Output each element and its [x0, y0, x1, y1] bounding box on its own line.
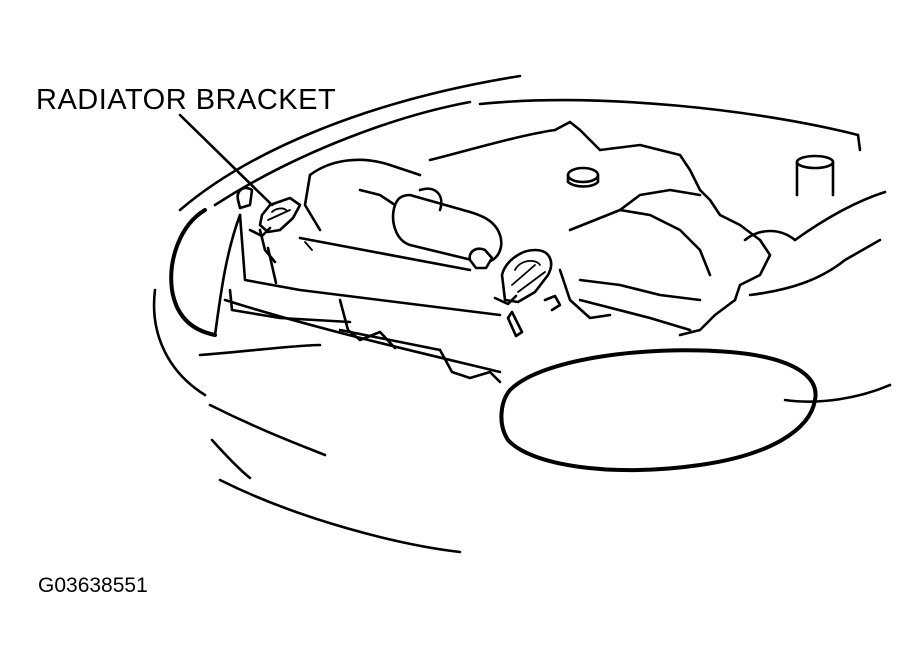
left-radiator-bracket: [236, 186, 302, 238]
hood-outline: [178, 74, 862, 212]
fluid-reservoir: [795, 154, 835, 197]
intake-hose: [358, 187, 503, 264]
right-headlight: [499, 348, 818, 473]
engine-block: [303, 120, 772, 337]
figure-id: G03638551: [38, 574, 148, 597]
callout-leader-line: [178, 113, 274, 207]
front-bumper: [152, 288, 502, 554]
left-headlight: [169, 208, 242, 337]
right-radiator-bracket: [468, 247, 562, 338]
oil-filler-cap: [566, 166, 600, 188]
radiator-bracket-label: RADIATOR BRACKET: [36, 84, 337, 116]
radiator-support: [228, 213, 502, 384]
right-fender: [743, 190, 892, 403]
